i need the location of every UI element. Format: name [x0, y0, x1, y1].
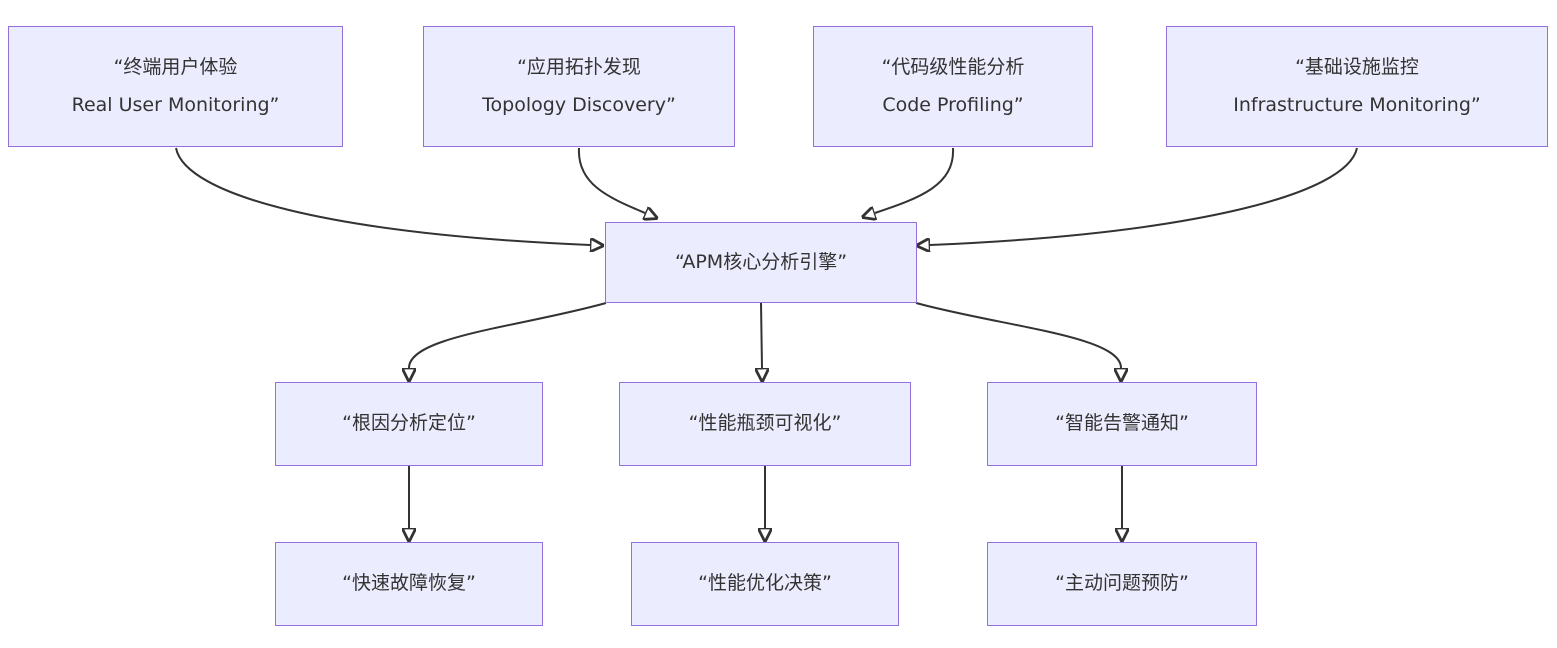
node-apm-core-engine: “APM核心分析引擎” — [605, 222, 917, 303]
node-label: “性能优化决策” — [698, 572, 832, 595]
node-label: “快速故障恢复” — [342, 572, 476, 595]
node-label-line2: Real User Monitoring” — [71, 93, 280, 116]
edge-engine-to-alerting — [915, 302, 1121, 368]
node-performance-optimization-decision: “性能优化决策” — [631, 542, 899, 626]
node-label-line1: “基础设施监控 — [1295, 56, 1419, 79]
node-label: “智能告警通知” — [1055, 412, 1189, 435]
node-label-line1: “代码级性能分析 — [881, 56, 1025, 79]
node-bottleneck-visualization: “性能瓶颈可视化” — [619, 382, 911, 466]
edge-rum-to-engine — [175, 147, 590, 245]
node-root-cause-analysis: “根因分析定位” — [275, 382, 543, 466]
edge-engine-to-bottleneck — [761, 302, 762, 368]
node-topology-discovery: “应用拓扑发现 Topology Discovery” — [423, 26, 735, 147]
node-label: “根因分析定位” — [342, 412, 476, 435]
node-label: “主动问题预防” — [1055, 572, 1189, 595]
edge-topology-to-engine — [577, 147, 645, 213]
edge-engine-to-root-cause — [409, 302, 607, 368]
node-label-line1: “终端用户体验 — [113, 56, 238, 79]
node-code-profiling: “代码级性能分析 Code Profiling” — [813, 26, 1093, 147]
node-real-user-monitoring: “终端用户体验 Real User Monitoring” — [8, 26, 343, 147]
node-label-line2: Topology Discovery” — [482, 93, 676, 116]
node-infrastructure-monitoring: “基础设施监控 Infrastructure Monitoring” — [1166, 26, 1548, 147]
node-smart-alerting: “智能告警通知” — [987, 382, 1257, 466]
node-fast-fault-recovery: “快速故障恢复” — [275, 542, 543, 626]
node-label: “APM核心分析引擎” — [674, 250, 848, 273]
edge-profiling-to-engine — [875, 147, 955, 213]
edge-infra-to-engine — [930, 147, 1358, 245]
node-label-line2: Infrastructure Monitoring” — [1233, 93, 1481, 116]
node-proactive-problem-prevention: “主动问题预防” — [987, 542, 1257, 626]
node-label-line1: “应用拓扑发现 — [517, 56, 641, 79]
node-label-line2: Code Profiling” — [882, 93, 1024, 116]
node-label: “性能瓶颈可视化” — [688, 412, 842, 435]
